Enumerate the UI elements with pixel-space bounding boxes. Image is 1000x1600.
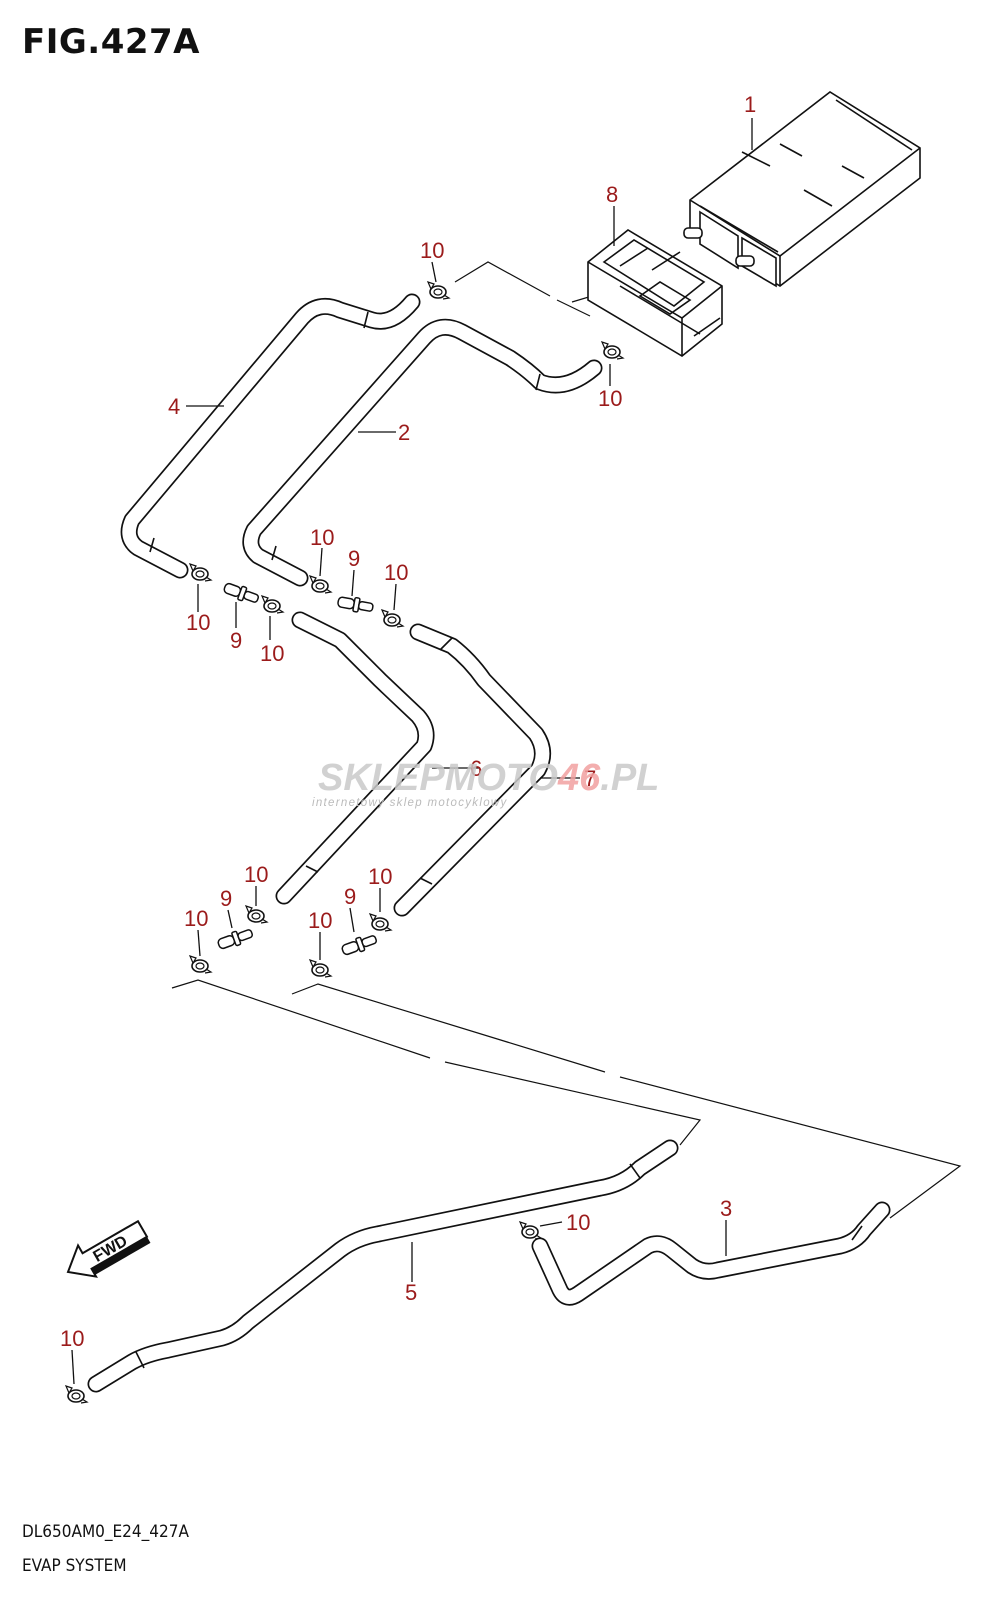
callout-6: 6 [470, 756, 482, 781]
callout-10: 10 [60, 1326, 84, 1351]
callout-10: 10 [420, 238, 444, 263]
callout-10: 10 [186, 610, 210, 635]
callout-labels: 1 8 10 10 4 2 10 9 10 10 9 10 6 7 10 9 1… [60, 92, 756, 1351]
callout-10: 10 [598, 386, 622, 411]
callout-10: 10 [308, 908, 332, 933]
model-code: DL650AM0_E24_427A [22, 1522, 189, 1542]
callout-10: 10 [566, 1210, 590, 1235]
callout-10: 10 [184, 906, 208, 931]
callout-10: 10 [310, 525, 334, 550]
callout-2: 2 [398, 420, 410, 445]
bracket-part-8 [587, 229, 723, 357]
callout-9: 9 [344, 884, 356, 909]
watermark-brand: SKLEPMOTO46.PL [318, 757, 659, 799]
hose-part-4 [120, 293, 421, 579]
hose-part-5 [87, 1139, 679, 1393]
hose-part-7 [393, 623, 551, 917]
callout-9: 9 [220, 886, 232, 911]
callout-10: 10 [260, 641, 284, 666]
watermark-tagline: internetowy sklep motocyklowy [312, 797, 508, 809]
figure-title: FIG.427A [22, 22, 200, 62]
hose-part-3 [531, 1201, 891, 1306]
callout-7: 7 [584, 766, 596, 791]
callout-3: 3 [720, 1196, 732, 1221]
callout-8: 8 [606, 182, 618, 207]
callout-9: 9 [348, 546, 360, 571]
hose-part-6 [275, 611, 435, 905]
callout-1: 1 [744, 92, 756, 117]
guide-lines [171, 261, 962, 1219]
callout-10: 10 [384, 560, 408, 585]
hose-part-2 [242, 318, 603, 587]
callout-9: 9 [230, 628, 242, 653]
callout-10: 10 [244, 862, 268, 887]
section-name: EVAP SYSTEM [22, 1556, 127, 1576]
callout-4: 4 [168, 394, 180, 419]
watermark: SKLEPMOTO46.PL internetowy sklep motocyk… [312, 757, 659, 809]
callout-5: 5 [405, 1280, 417, 1305]
leader-lines [71, 118, 753, 1385]
canister-part-1 [683, 91, 921, 288]
fwd-arrow-icon: FWD [66, 1219, 151, 1278]
callout-10: 10 [368, 864, 392, 889]
